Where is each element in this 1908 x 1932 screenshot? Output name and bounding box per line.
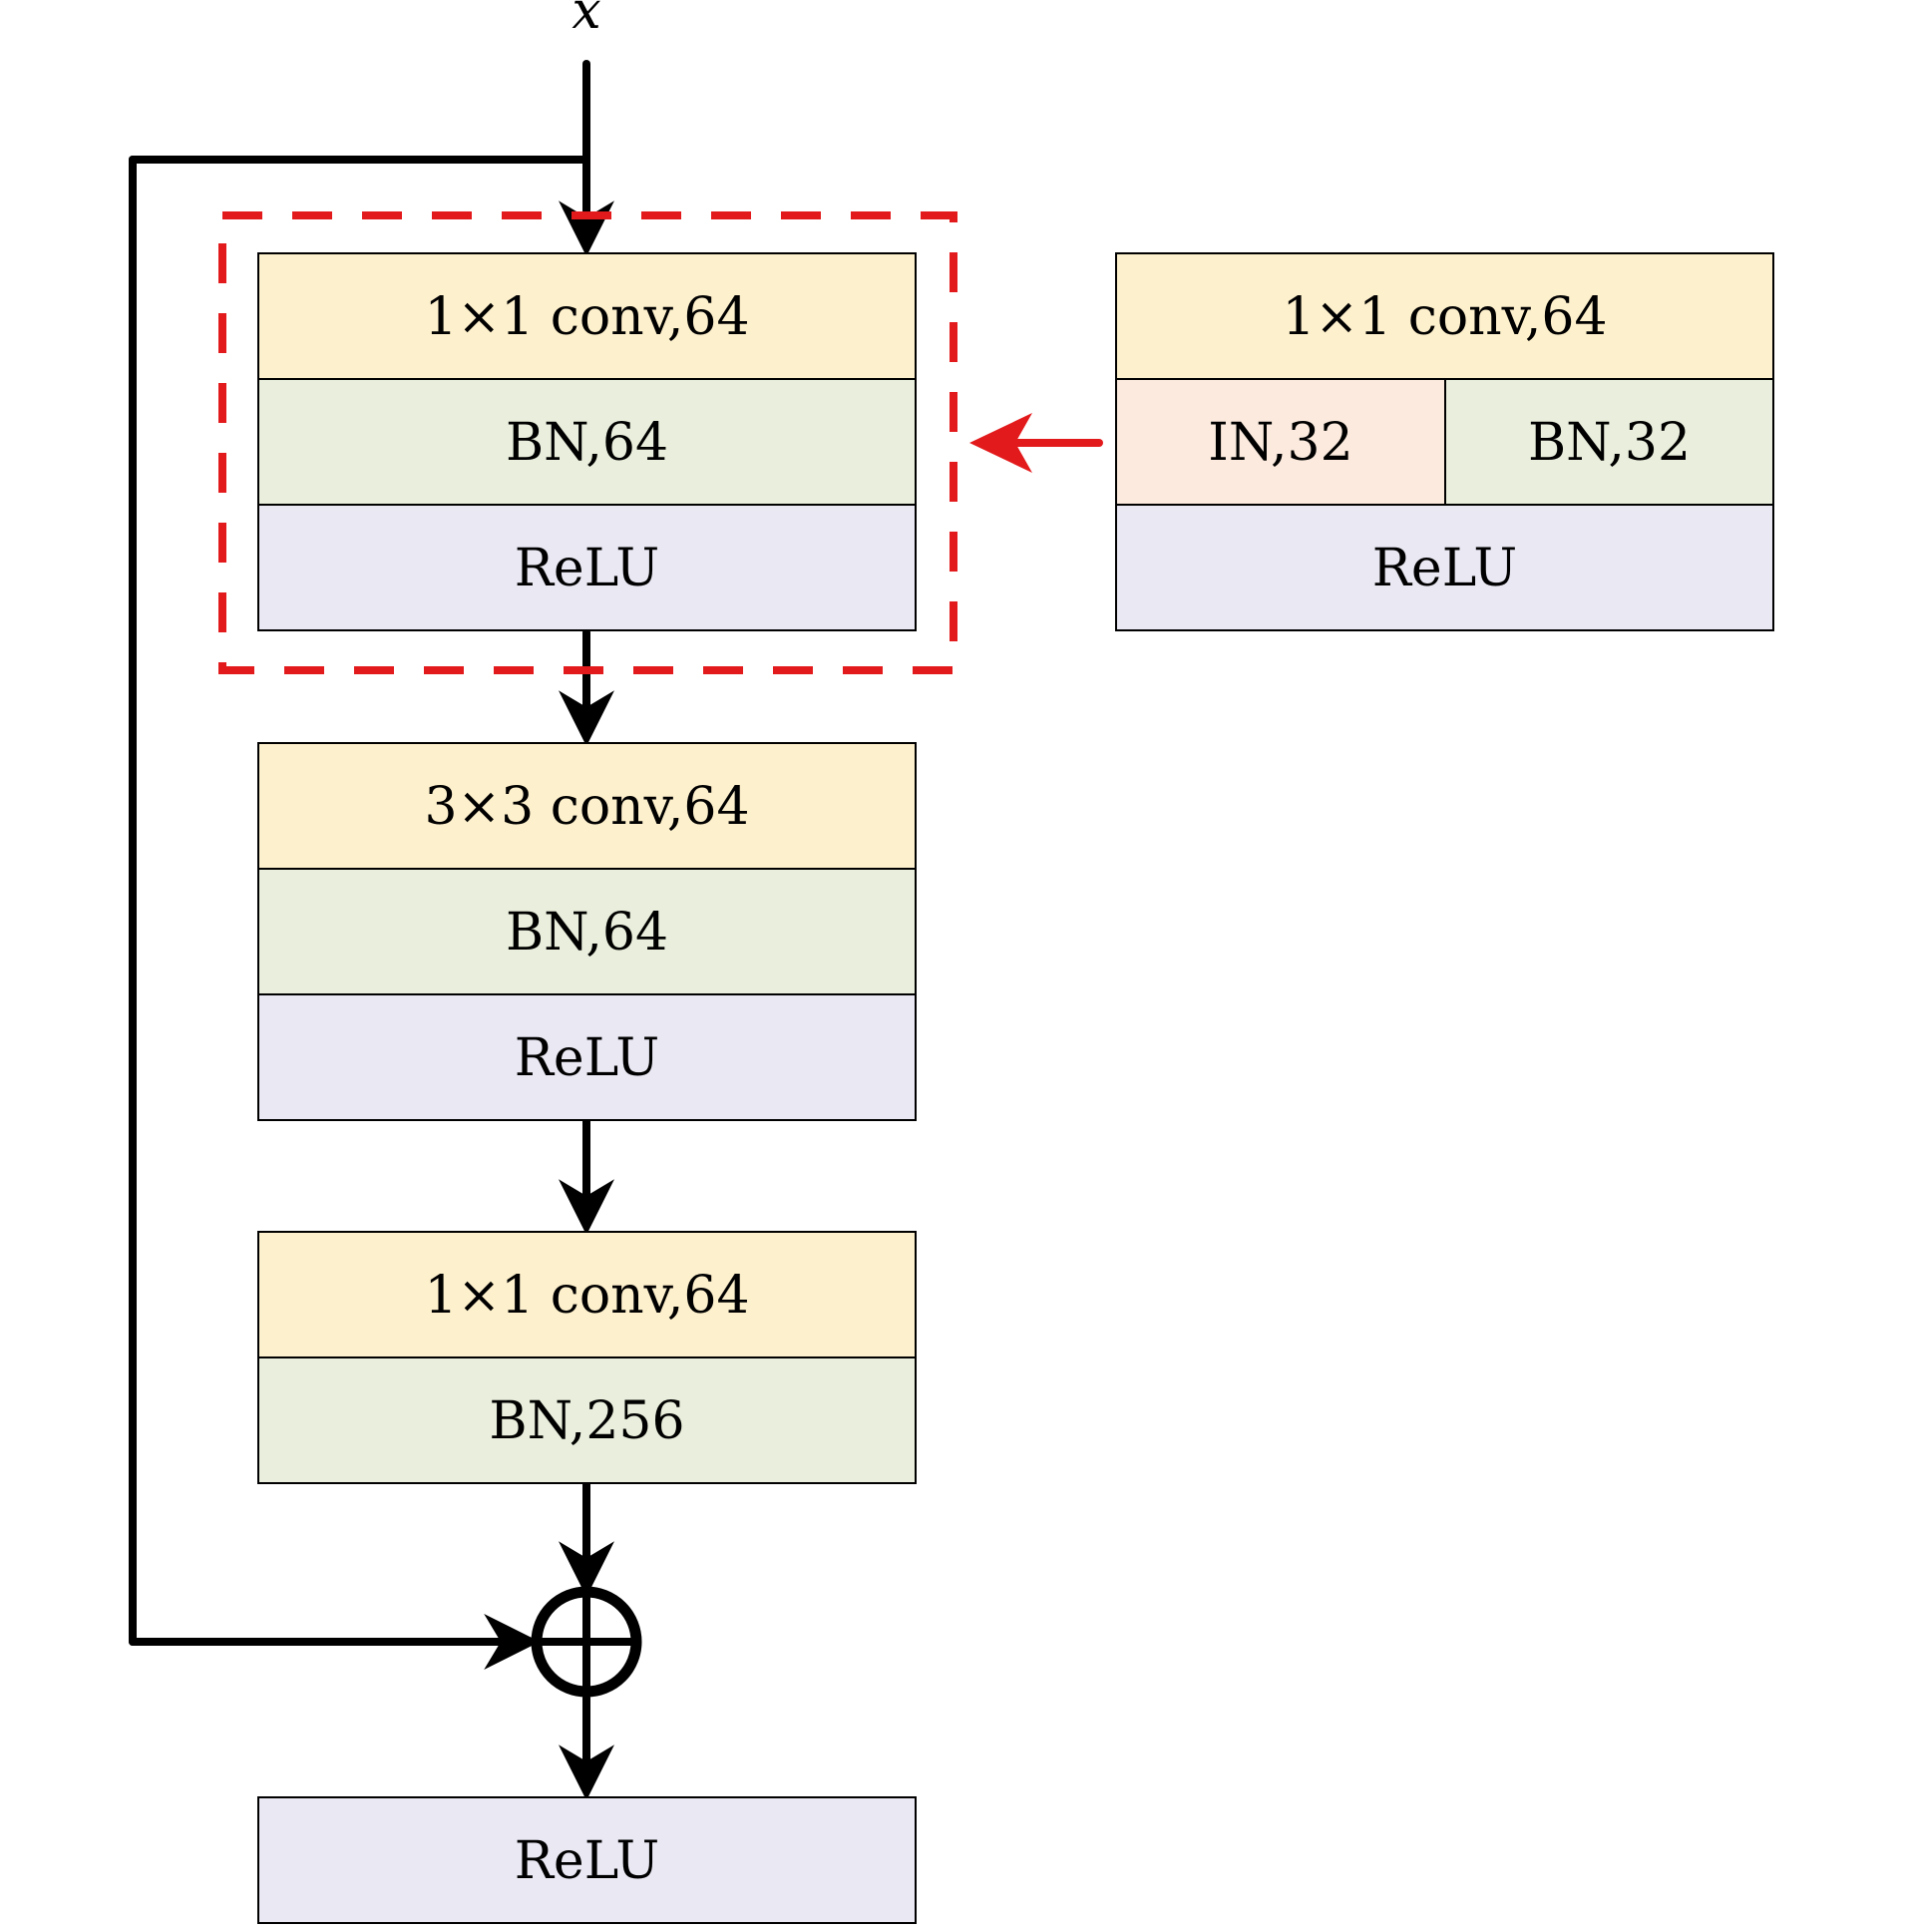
alt-bn-box xyxy=(1444,378,1774,506)
block3-conv-box xyxy=(257,1231,917,1358)
alt-in-label: IN,32 xyxy=(1208,413,1352,473)
alt-in-box xyxy=(1115,378,1446,506)
replace-arrow-head-icon xyxy=(969,413,1032,473)
block1-conv-label: 1×1 conv,64 xyxy=(424,287,749,347)
block4-relu-label: ReLU xyxy=(515,1831,659,1891)
block4-relu-box xyxy=(257,1796,917,1924)
block3-bn-label: BN,256 xyxy=(489,1391,684,1451)
block1-bn-label: BN,64 xyxy=(506,413,668,473)
block2-bn-box xyxy=(257,868,917,995)
blocks xyxy=(257,252,1774,1924)
block2-relu-box xyxy=(257,993,917,1121)
block2-conv-box xyxy=(257,742,917,870)
alt-bn-label: BN,32 xyxy=(1528,413,1691,473)
block2-conv-label: 3×3 conv,64 xyxy=(424,777,749,837)
input-label: x xyxy=(572,0,600,41)
alt-conv-label: 1×1 conv,64 xyxy=(1282,287,1607,347)
block2-bn-label: BN,64 xyxy=(506,903,668,963)
block1-conv-box xyxy=(257,252,917,380)
highlight-dashed-box xyxy=(218,211,957,674)
block3-conv-label: 1×1 conv,64 xyxy=(424,1266,749,1326)
connections xyxy=(129,60,1103,1801)
alt-relu-label: ReLU xyxy=(1372,539,1517,598)
block1-relu-box xyxy=(257,504,917,631)
block1-relu-label: ReLU xyxy=(515,539,659,598)
alt-conv-box xyxy=(1115,252,1774,380)
alt-relu-box xyxy=(1115,504,1774,631)
block3-bn-box xyxy=(257,1356,917,1484)
block2-relu-label: ReLU xyxy=(515,1028,659,1088)
block1-bn-box xyxy=(257,378,917,506)
